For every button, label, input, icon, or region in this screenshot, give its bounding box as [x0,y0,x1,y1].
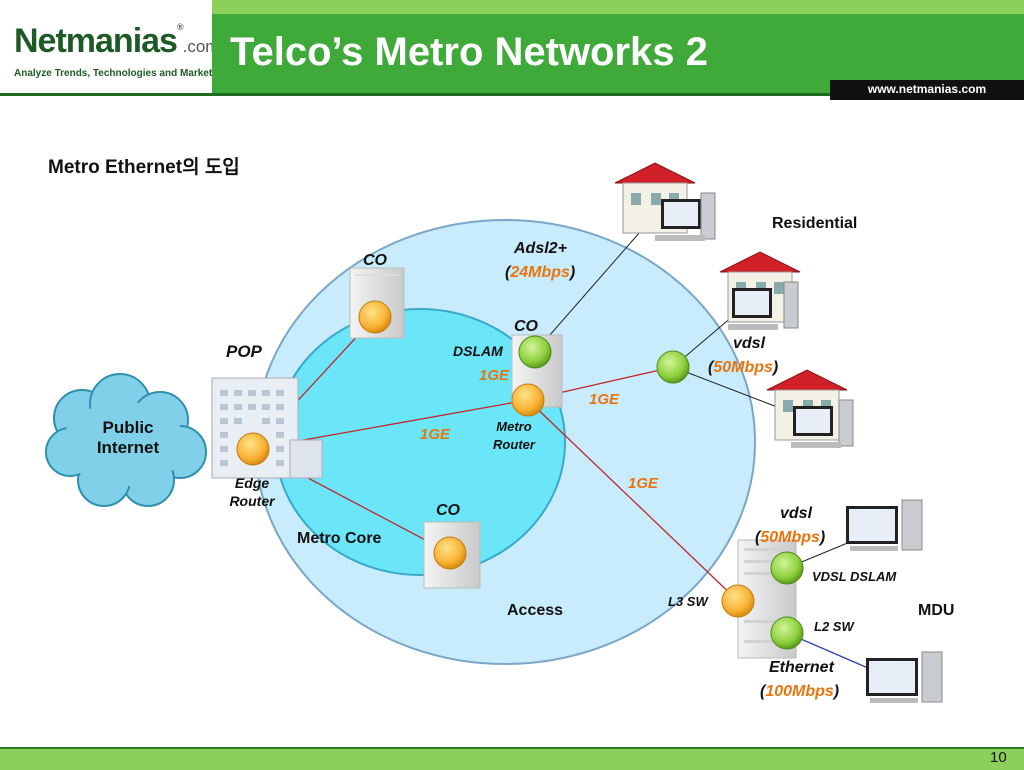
link-1ge-vdsl: 1GE [589,391,620,408]
l3-switch-icon [721,584,755,618]
page-title: Telco’s Metro Networks 2 [230,30,708,74]
co-bottom-label: CO [436,502,460,519]
header-divider [0,93,1024,96]
title-bar [212,0,1024,93]
access-label: Access [507,602,564,619]
metro-router-label: Metro Router [493,419,535,452]
co-top-label: CO [363,252,387,269]
page-number: 10 [990,749,1007,766]
dslam-node-icon [518,335,552,369]
house-computer-icon-2 [719,251,801,330]
public-internet-cloud [45,373,207,507]
metro-router-icon [511,383,545,417]
l2-sw-label: L2 SW [814,619,854,634]
title-strip [212,0,1024,14]
computer-icon-mdu-1 [846,499,923,551]
pop-label: POP [226,342,262,361]
logo-tagline: Analyze Trends, Technologies and Market [14,68,213,79]
adsl2-speed-value: 24Mbps [510,264,570,281]
link-1ge-dslam: 1GE [479,367,510,384]
dslam-label: DSLAM [453,343,503,359]
residential-label: Residential [772,215,858,232]
vdsl-res-speed: (50Mbps) [708,359,779,376]
logo: Netmanias® .com [14,22,219,61]
edge-router-label: Edge Router [229,475,275,509]
link-1ge-l3: 1GE [628,475,659,492]
metro-core-label: Metro Core [297,530,382,547]
house-computer-icon-1 [614,162,716,241]
logo-registered: ® [176,22,184,32]
vdsl-dslam-node-icon [770,551,804,585]
link-1ge-edge: 1GE [420,426,451,443]
vdsl-dslam-label: VDSL DSLAM [812,569,897,584]
logo-main-text: Netmanias [14,22,178,60]
ethernet-label: Ethernet [769,659,834,676]
vdsl-mdu-speed-value: 50Mbps [760,529,820,546]
url-bar [830,80,1024,100]
computer-icon-mdu-2 [866,651,943,703]
site-url[interactable]: www.netmanias.com [867,82,987,96]
co-mid-label: CO [514,318,538,335]
ethernet-speed: (100Mbps) [760,683,840,700]
vdsl-mdu-label: vdsl [780,505,813,522]
vdsl-mdu-speed: (50Mbps) [755,529,826,546]
adsl2-label: Adsl2+ [514,240,567,257]
footer-bar [0,747,1024,770]
co-bottom-router-icon [433,536,467,570]
co-top-router-icon [358,300,392,334]
slide-subtitle: Metro Ethernet의 도입 [48,157,240,178]
l2-switch-node-icon [770,616,804,650]
public-internet-label: Public Internet [96,418,160,457]
vdsl-res-speed-value: 50Mbps [713,359,773,376]
edge-router-icon [236,432,270,466]
house-computer-icon-3 [766,369,854,448]
logo-suffix: .com [182,37,220,56]
adsl2-speed: (24Mbps) [505,264,576,281]
logo-area [0,0,214,93]
vdsl-node-icon [656,350,690,384]
network-diagram [45,162,943,703]
mdu-label: MDU [918,602,955,619]
vdsl-res-label: vdsl [733,335,766,352]
l3-sw-label: L3 SW [668,594,708,609]
ethernet-speed-value: 100Mbps [765,683,834,700]
